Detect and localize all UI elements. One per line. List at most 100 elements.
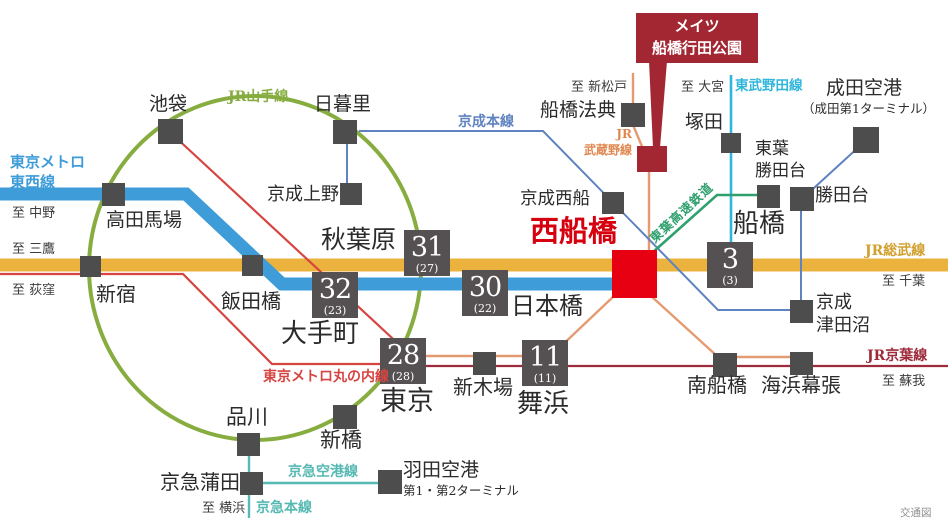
station-label-keisei-tsudanuma: 京成 津田沼 xyxy=(816,291,870,338)
station-label-toyo-katsutadai-line1: 東葉 xyxy=(755,139,789,159)
marunouchi-line-label: 東京メトロ丸の内線 xyxy=(263,369,389,385)
station-label-nishi-funabashi: 西船橋 xyxy=(530,214,618,248)
station-square-ikebukuro xyxy=(158,119,183,144)
musashino-line-to-minamifunabashi xyxy=(650,295,718,357)
direction-nakano: 至 中野 xyxy=(12,206,56,221)
station-square-shinjuku xyxy=(80,256,101,277)
station-square-tsukada xyxy=(721,133,741,153)
time-badge-akihabara: 31 (27) xyxy=(404,230,450,276)
marunouchi-line-ikebukuro-branch xyxy=(171,133,419,363)
badge-minutes: 30 xyxy=(468,272,502,303)
tozai-line xyxy=(0,187,618,291)
station-square-shimbashi xyxy=(333,405,357,429)
badge-minutes: 31 xyxy=(410,232,444,263)
station-label-funabashi: 船橋 xyxy=(733,209,786,239)
time-badge-otemachi: 32 (23) xyxy=(312,272,358,318)
badge-minutes-alt: (3) xyxy=(722,274,738,287)
station-label-tokyo: 東京 xyxy=(380,386,434,417)
station-square-haneda xyxy=(378,470,402,494)
property-name-line2: 船橋行田公園 xyxy=(651,39,742,57)
musashino-line-north xyxy=(631,73,651,253)
station-label-kaihin-makuhari: 海浜幕張 xyxy=(761,373,841,397)
direction-soga: 至 蘇我 xyxy=(882,374,926,389)
property-name-line1: メイツ xyxy=(674,17,720,36)
keisei-line-main xyxy=(359,130,801,311)
station-label-keisei-tsudanuma-line2: 津田沼 xyxy=(816,315,870,337)
station-label-haneda: 羽田空港 xyxy=(403,459,480,481)
station-square-funabashi-hoten xyxy=(621,103,645,127)
station-label-keisei-nishifuna: 京成西船 xyxy=(520,189,590,209)
station-label-haneda-sub: 第1・第2ターミナル xyxy=(403,483,519,498)
property-callout-tail xyxy=(649,61,667,148)
property-location-square xyxy=(637,146,667,172)
station-label-keisei-ueno: 京成上野 xyxy=(267,184,339,205)
station-square-minami-funabashi xyxy=(713,353,737,377)
direction-mitaka: 至 三鷹 xyxy=(12,242,56,257)
station-label-otemachi: 大手町 xyxy=(281,319,360,349)
station-label-nippori: 日暮里 xyxy=(314,93,372,115)
direction-chiba: 至 千葉 xyxy=(882,274,926,289)
map-caption: 交通図 xyxy=(900,507,932,519)
station-label-maihama: 舞浜 xyxy=(517,389,570,419)
badge-minutes: 11 xyxy=(528,342,562,373)
badge-minutes-alt: (28) xyxy=(391,370,415,383)
station-square-narita-airport xyxy=(853,127,879,153)
direction-yokohama: 至 横浜 xyxy=(202,501,246,516)
station-label-shin-kiba: 新木場 xyxy=(453,375,513,399)
time-badge-funabashi: 3 (3) xyxy=(707,242,753,288)
station-label-keikyu-kamata: 京急蒲田 xyxy=(160,470,240,494)
station-square-takadanobaba xyxy=(102,183,125,206)
station-square-katsutadai xyxy=(790,187,814,211)
station-square-keisei-nishifuna xyxy=(602,192,624,214)
direction-omiya: 至 大宮 xyxy=(681,80,725,95)
toyo-rapid-line xyxy=(651,193,770,254)
station-label-minami-funabashi: 南船橋 xyxy=(687,373,747,397)
time-badge-nihombashi: 30 (22) xyxy=(462,270,508,316)
station-label-narita-airport-sub: （成田第1ターミナル） xyxy=(802,101,935,116)
station-square-nishi-funabashi xyxy=(612,250,657,298)
badge-minutes-alt: (23) xyxy=(323,304,347,317)
station-square-kaihin-makuhari xyxy=(790,352,813,375)
station-square-keisei-ueno xyxy=(340,183,362,205)
keisei-line-label: 京成本線 xyxy=(458,114,514,130)
property-callout: メイツ 船橋行田公園 xyxy=(636,13,758,63)
tozai-line-label-line2: 東西線 xyxy=(10,172,56,191)
station-label-keisei-tsudanuma-line1: 京成 xyxy=(816,292,852,313)
time-badge-tokyo: 28 (28) xyxy=(380,338,426,384)
station-label-shimbashi: 新橋 xyxy=(320,428,362,452)
tobu-noda-line-label: 東武野田線 xyxy=(735,78,803,94)
station-label-nihombashi: 日本橋 xyxy=(511,292,583,320)
tozai-line-label: 東京メトロ 東西線 xyxy=(10,153,85,192)
station-square-keikyu-kamata xyxy=(240,472,263,495)
station-square-keisei-tsudanuma xyxy=(790,300,813,323)
badge-minutes: 28 xyxy=(386,340,420,371)
station-label-shinagawa: 品川 xyxy=(226,405,268,429)
direction-shin-matsudo: 至 新松戸 xyxy=(571,80,628,95)
musashino-line-label: JR 武蔵野線 xyxy=(584,127,632,158)
badge-minutes-alt: (27) xyxy=(415,262,439,275)
station-label-toyo-katsutadai-line2: 勝田台 xyxy=(755,161,806,182)
station-square-toyo-katsutadai xyxy=(757,185,780,208)
station-label-narita-airport: 成田空港 xyxy=(826,77,903,99)
station-square-shin-kiba xyxy=(473,352,496,375)
musashino-line-label-line2: 武蔵野線 xyxy=(584,142,633,157)
station-label-iidabashi: 飯田橋 xyxy=(221,289,281,313)
station-square-iidabashi xyxy=(242,255,263,276)
badge-minutes: 3 xyxy=(721,244,739,275)
direction-ogikubo: 至 荻窪 xyxy=(12,283,56,298)
station-label-takadanobaba: 高田馬場 xyxy=(106,209,183,231)
badge-minutes: 32 xyxy=(318,274,352,305)
tozai-line-label-line1: 東京メトロ xyxy=(10,153,86,171)
station-label-katsutadai: 勝田台 xyxy=(815,185,869,206)
station-square-shinagawa xyxy=(237,433,260,456)
badge-minutes-alt: (11) xyxy=(533,372,557,385)
station-label-akihabara: 秋葉原 xyxy=(321,225,397,254)
station-label-shinjuku: 新宿 xyxy=(96,282,136,306)
keikyu-airport-line-label: 京急空港線 xyxy=(288,464,358,480)
keikyu-main-line-label: 京急本線 xyxy=(256,500,312,516)
sobu-line-label: JR総武線 xyxy=(865,243,926,259)
station-square-nippori xyxy=(333,120,357,144)
keiyo-line-label: JR京葉線 xyxy=(867,348,928,364)
